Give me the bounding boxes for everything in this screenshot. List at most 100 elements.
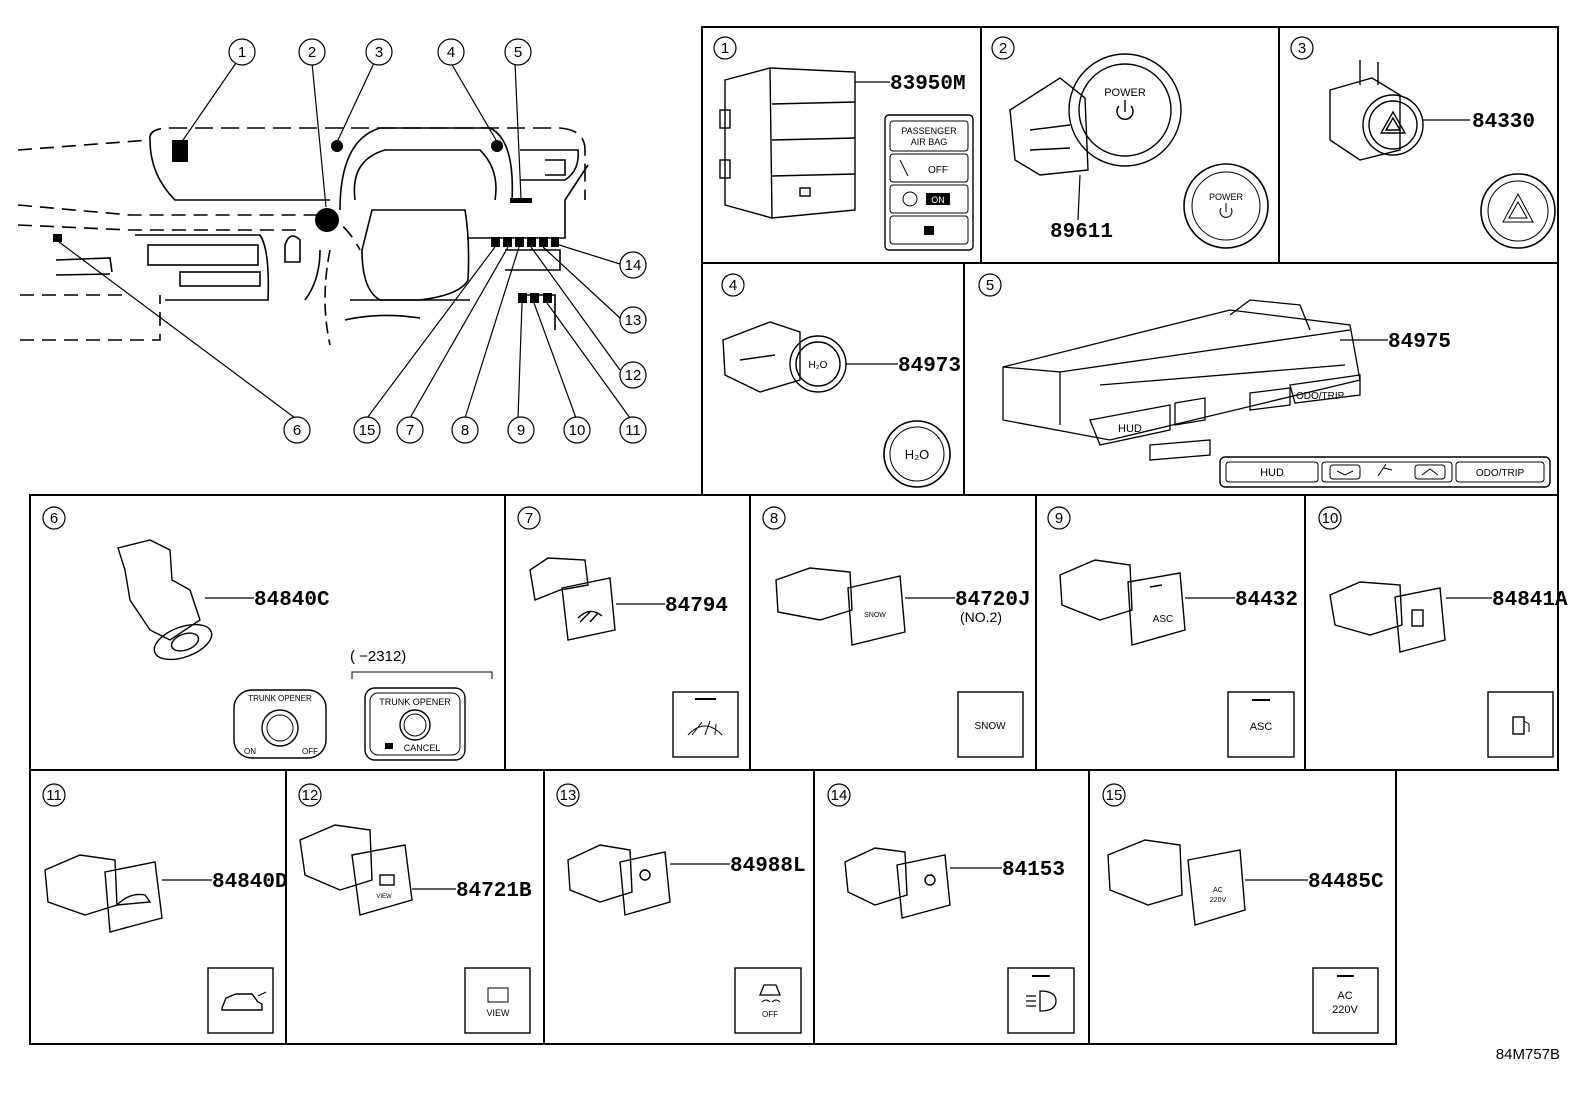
label-asc-part: ASC [1153,614,1174,625]
panel-12-number: 12 [302,787,319,804]
callout-8: 8 [451,416,479,444]
callout-3: 3 [365,38,393,66]
hud-switch-part [1002,299,1361,461]
snow-face: SNOW [957,691,1024,758]
label-off: OFF [302,747,318,756]
windshield-deicer-icon [687,720,723,736]
callout-2: 2 [298,38,326,66]
hazard-button-face [1480,173,1556,249]
dashboard-leader-lines [58,62,631,419]
dashboard-switch-markers [53,140,559,303]
panel-8: 8 SNOW 84720J (NO.2) SNOW [762,506,1031,758]
panel-10-number: 10 [1322,510,1339,527]
headlamp-icon [1026,995,1036,1007]
label-hud: HUD [1118,423,1142,435]
marker-4 [491,140,503,152]
bottom-row-frame [29,769,1397,1045]
marker-7 [503,237,512,247]
serial-range: ( −2312) [350,648,406,665]
airbag-indicator-face: PASSENGER AIR BAG OFF ON [884,114,974,251]
part-number-84841A: 84841A [1492,589,1568,612]
label-passenger: PASSENGER [901,126,957,136]
panel-4: 4 H₂O 84973 H₂O [721,273,961,488]
label-view-part: VIEW [376,894,392,900]
wiper-deicer-switch-part [529,557,616,641]
marker-9 [518,293,527,303]
trunk-car-icon [221,993,263,1011]
marker-15 [491,237,500,247]
marker-3 [331,140,343,152]
svg-text:13: 13 [625,312,642,329]
marker-13 [539,237,548,247]
marker-6 [53,234,62,242]
label-on: ON [244,747,256,756]
passenger-airbag-indicator-part [719,67,856,219]
label-airbag-off: OFF [928,165,948,176]
part-number-84330: 84330 [1472,111,1535,134]
label-asc: ASC [1250,721,1273,733]
callout-9: 9 [507,416,535,444]
marker-5 [510,198,532,203]
panel-9: 9 ASC 84432 ASC [1047,506,1298,758]
panel-7-number: 7 [525,510,533,527]
part-number-84721B: 84721B [456,880,532,903]
svg-text:4: 4 [447,44,455,61]
trunk-opener-switch-part [117,539,213,661]
svg-text:5: 5 [514,44,522,61]
trunk-face [207,967,274,1034]
panel-15-number: 15 [1106,787,1123,804]
marker-10 [530,293,539,303]
view-face: VIEW [464,967,531,1034]
dashboard-overview [17,127,589,346]
panel-2-number: 2 [999,40,1007,57]
panel-8-number: 8 [770,510,778,527]
label-cancel: CANCEL [404,743,441,753]
callout-4: 4 [437,38,465,66]
hazard-switch-part [1329,60,1424,161]
hazard-triangle-icon [1502,192,1534,223]
power-icon [1116,100,1134,120]
panel-15: 15 AC 220V 84485C AC 220V [1102,783,1384,1034]
seat-icon [924,226,934,235]
label-power: POWER [1104,87,1146,99]
panel-1-number: 1 [721,40,729,57]
ac-outlet-face: AC 220V [1312,967,1379,1034]
part-number-84988L: 84988L [730,855,806,878]
callout-12: 12 [619,361,647,389]
label-h2o: H₂O [809,360,828,371]
label-trunk-opener-2: TRUNK OPENER [379,697,451,707]
hud-adjust-icon [1377,463,1393,477]
label-ac: AC [1337,990,1352,1002]
wiper-deicer-face [672,691,739,758]
part-number-84840C: 84840C [254,589,330,612]
power-button-face: POWER [1183,163,1269,249]
h2o-button-face: H₂O [883,420,951,488]
svg-text:10: 10 [569,422,586,439]
label-odo-trip: ODO/TRIP [1296,391,1345,402]
panel-11-number: 11 [46,787,62,804]
part-number-84794: 84794 [665,595,728,618]
panel-3-number: 3 [1298,40,1306,57]
part-note-no2: (NO.2) [960,609,1002,625]
marker-2 [315,208,339,232]
svg-text:7: 7 [406,422,414,439]
marker-14 [551,237,559,247]
traction-control-icon [759,984,781,996]
callout-6: 6 [283,416,311,444]
panel-14: 14 84153 [827,783,1075,1034]
marker-8 [515,237,524,247]
overview-callouts: 1 2 3 4 5 6 7 8 9 10 11 12 13 14 15 [228,38,647,444]
marker-11 [543,293,552,303]
asc-switch-part [1059,559,1186,646]
label-air-bag: AIR BAG [911,137,948,147]
panel-13-number: 13 [560,787,577,804]
label-trunk-opener: TRUNK OPENER [248,694,312,703]
part-number-89611: 89611 [1050,221,1113,244]
power-switch-part [1009,53,1182,176]
svg-text:8: 8 [461,422,469,439]
drawing-code: 84M757B [1495,1046,1560,1063]
middle-row-frame [29,494,1559,771]
svg-text:1: 1 [238,44,246,61]
label-snow-part: SNOW [864,612,886,619]
traction-off-switch-part [567,844,671,916]
